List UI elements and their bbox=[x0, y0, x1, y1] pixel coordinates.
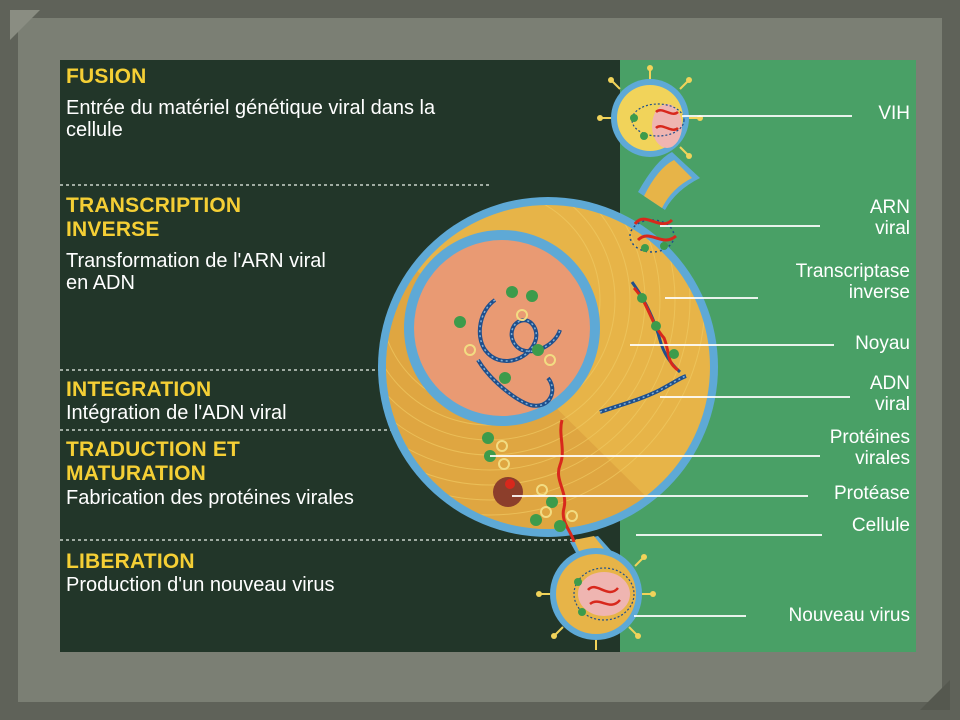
stage-integration: INTEGRATION Intégration de l'ADN viral bbox=[66, 378, 406, 424]
stage-description: Production d'un nouveau virus bbox=[66, 573, 335, 596]
stage-description: Transformation de l'ARN viral en ADN bbox=[66, 250, 326, 295]
label-vih: VIH bbox=[878, 103, 910, 124]
label-proteines-virales: Protéines virales bbox=[829, 427, 910, 469]
label-cellule: Cellule bbox=[851, 515, 910, 536]
label-noyau: Noyau bbox=[855, 333, 910, 354]
stage-traduction-maturation: TRADUCTION ET MATURATION Fabrication des… bbox=[66, 438, 446, 509]
new-virus bbox=[536, 548, 656, 650]
stage-transcription-inverse: TRANSCRIPTION INVERSE Transformation de … bbox=[66, 194, 326, 295]
leader-lines bbox=[490, 115, 852, 617]
stage-description: Intégration de l'ADN viral bbox=[66, 401, 287, 424]
viral-proteins bbox=[482, 432, 578, 532]
stage-description: Entrée du matériel génétique viral dans … bbox=[66, 96, 436, 141]
reverse-transcription bbox=[630, 281, 681, 374]
label-protease: Protéase bbox=[833, 483, 910, 504]
hiv-cycle-diagram: FUSION Entrée du matériel génétique vira… bbox=[60, 60, 916, 652]
corner-bevel-icon bbox=[920, 680, 950, 710]
stage-title: TRADUCTION ET MATURATION bbox=[66, 438, 241, 485]
nucleus bbox=[404, 230, 600, 426]
protease-icon bbox=[493, 477, 523, 507]
stage-title: FUSION bbox=[66, 65, 147, 88]
label-nouveau-virus: Nouveau virus bbox=[788, 605, 910, 626]
stage-description: Fabrication des protéines virales bbox=[66, 487, 354, 510]
stage-title: INTEGRATION bbox=[66, 378, 212, 401]
label-adn-viral: ADN viral bbox=[869, 373, 910, 415]
corner-bevel-icon bbox=[10, 10, 40, 40]
label-transcriptase-inverse: Transcriptase inverse bbox=[795, 261, 910, 303]
viral-rna bbox=[629, 217, 677, 253]
label-arn-viral: ARN viral bbox=[869, 197, 910, 239]
stage-title: LIBERATION bbox=[66, 550, 195, 573]
stage-liberation: LIBERATION Production d'un nouveau virus bbox=[66, 550, 446, 596]
hiv-virion bbox=[597, 65, 703, 159]
stage-title: TRANSCRIPTION INVERSE bbox=[66, 194, 242, 241]
diagram-art bbox=[60, 60, 916, 652]
stage-fusion: FUSION Entrée du matériel génétique vira… bbox=[66, 65, 436, 141]
